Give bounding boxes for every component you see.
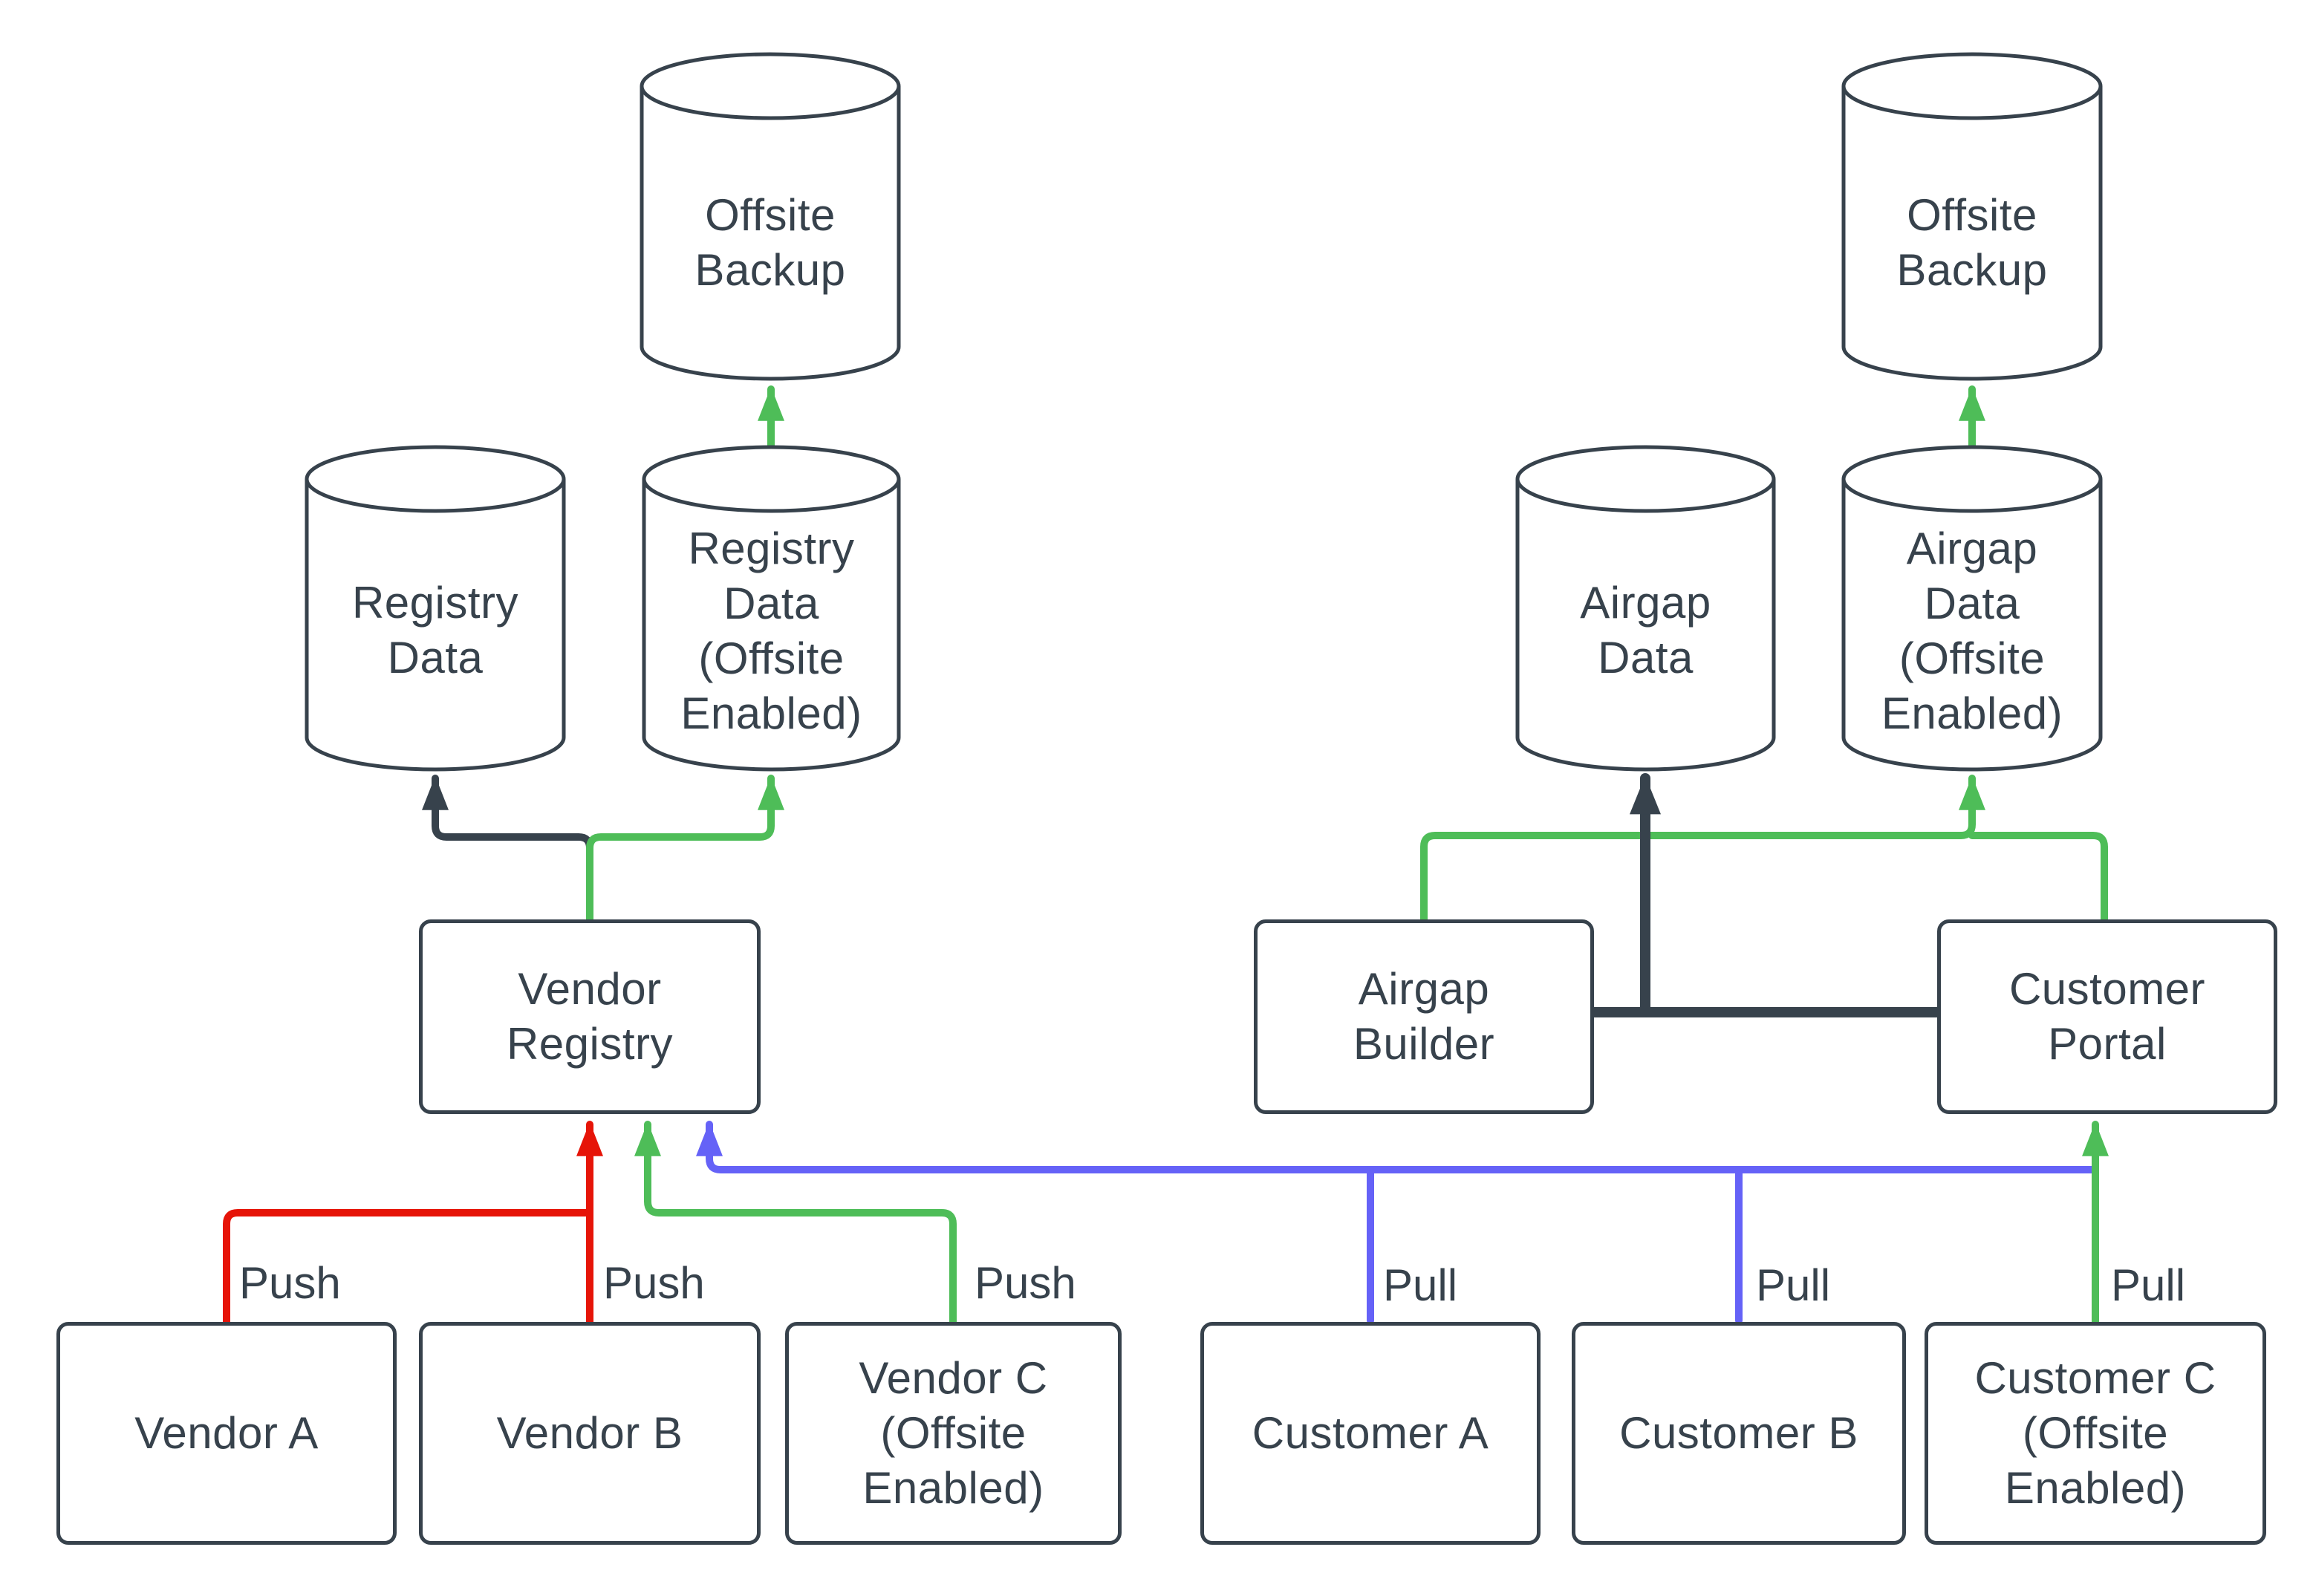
pull-label-customer-c: Pull: [2111, 1260, 2186, 1310]
cylinder-top: [1515, 445, 1776, 513]
cylinder-body: [640, 86, 901, 381]
edge-vendor-registry-to-registry-data: [422, 775, 593, 923]
vendor-a-node: Vendor A: [56, 1322, 397, 1545]
cylinder-top: [1841, 445, 2103, 513]
customer-b-node: Customer B: [1572, 1322, 1906, 1545]
edge-vendor-a-push: [223, 1209, 593, 1326]
offsite-backup-right-cylinder: [1841, 52, 2103, 381]
push-label-vendor-c: Push: [975, 1258, 1076, 1308]
edge-vendor-c-push: [634, 1121, 957, 1326]
pull-label-customer-a: Pull: [1383, 1260, 1458, 1310]
edge-airgap-builder-to-airgap-data-offsite: [1420, 775, 1985, 923]
vendor-c-node: Vendor C (Offsite Enabled): [785, 1322, 1122, 1545]
customer-c-node: Customer C (Offsite Enabled): [1925, 1322, 2266, 1545]
vendor-registry-node: Vendor Registry: [419, 919, 761, 1114]
push-label-vendor-a: Push: [239, 1258, 341, 1308]
edge-pull-trunk-to-vendor-registry: [696, 1121, 2098, 1173]
cylinder-body: [305, 479, 566, 772]
airgap-data-offsite-cylinder: [1841, 445, 2103, 772]
push-label-vendor-b: Push: [603, 1258, 705, 1308]
customer-portal-node: Customer Portal: [1937, 919, 2277, 1114]
edge-customer-portal-to-airgap-data-offsite: [1968, 832, 2108, 923]
cylinder-body: [1515, 479, 1776, 772]
edge-vendor-registry-to-registry-data-offsite: [586, 775, 784, 923]
cylinder-top: [305, 445, 566, 513]
cylinder-body: [642, 479, 901, 772]
registry-data-cylinder: [305, 445, 566, 772]
cylinder-body: [1841, 86, 2103, 381]
cylinder-top: [640, 52, 901, 120]
cylinder-top: [1841, 52, 2103, 120]
cylinder-top: [642, 445, 901, 513]
customer-a-node: Customer A: [1200, 1322, 1541, 1545]
cylinder-body: [1841, 479, 2103, 772]
airgap-builder-node: Airgap Builder: [1254, 919, 1594, 1114]
pull-label-customer-b: Pull: [1756, 1260, 1831, 1310]
registry-data-offsite-cylinder: [642, 445, 901, 772]
vendor-b-node: Vendor B: [419, 1322, 761, 1545]
offsite-backup-left-cylinder: [640, 52, 901, 381]
airgap-data-cylinder: [1515, 445, 1776, 772]
